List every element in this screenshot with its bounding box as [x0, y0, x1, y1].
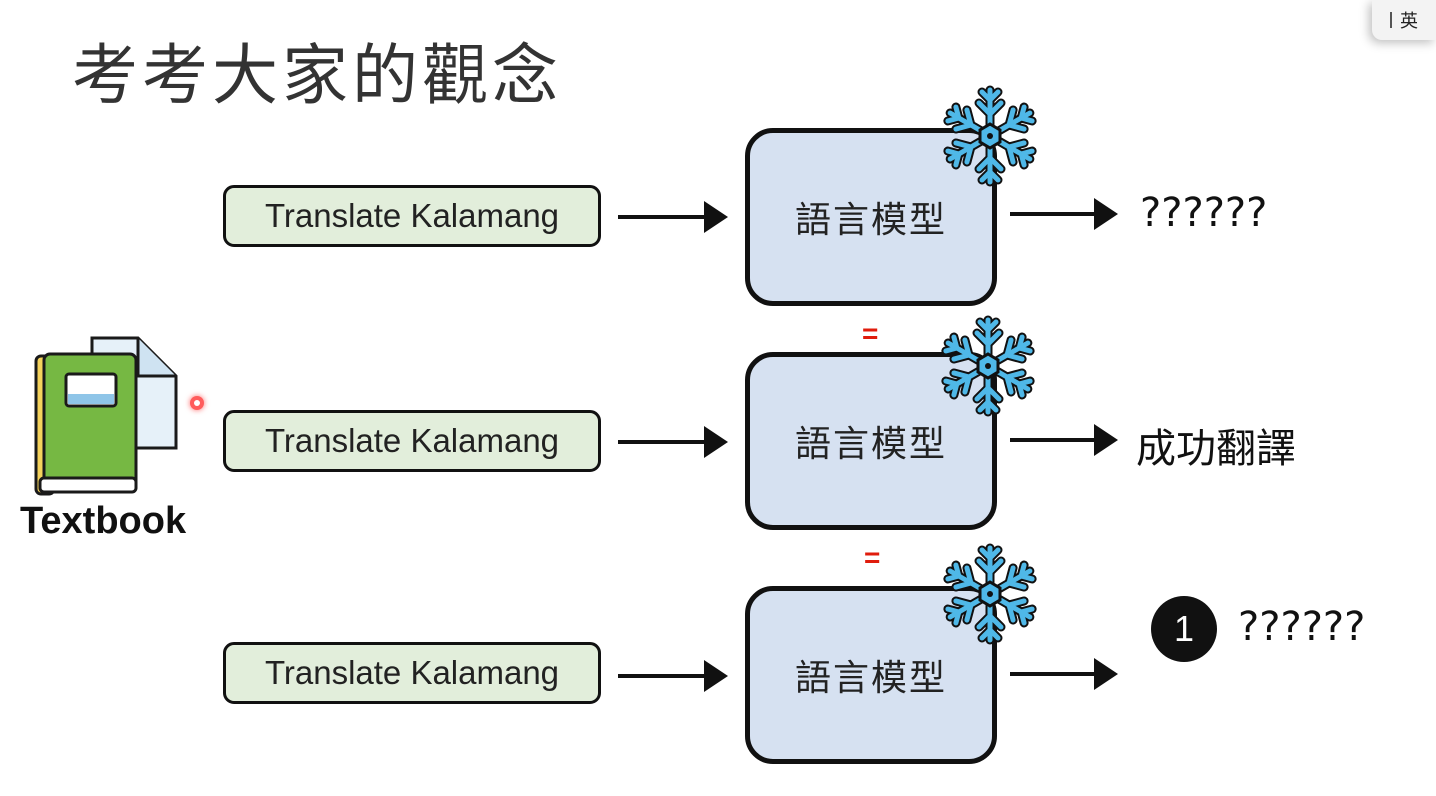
cursor-icon — [1390, 12, 1392, 28]
output-text-1: ?????? — [1140, 190, 1268, 236]
page-title: 考考大家的觀念 — [72, 37, 562, 114]
equals-mark-1: = — [862, 318, 879, 349]
snowflake-icon — [938, 540, 1042, 648]
prompt-box-2: Translate Kalamang — [223, 410, 601, 472]
equals-mark-2: = — [864, 542, 881, 573]
input-method-indicator[interactable]: 英 — [1372, 0, 1436, 40]
prompt-box-1: Translate Kalamang — [223, 185, 601, 247]
textbook-label: Textbook — [20, 500, 187, 542]
snowflake-icon — [936, 312, 1040, 420]
laser-pointer-dot — [190, 396, 204, 410]
snowflake-icon — [938, 82, 1042, 190]
output-text-2: 成功翻譯 — [1136, 426, 1296, 472]
book-with-document-icon — [34, 336, 178, 496]
ime-mode-label: 英 — [1400, 11, 1418, 32]
number-badge: 1 — [1151, 596, 1217, 662]
output-text-3: ?????? — [1238, 604, 1366, 650]
prompt-box-3: Translate Kalamang — [223, 642, 601, 704]
